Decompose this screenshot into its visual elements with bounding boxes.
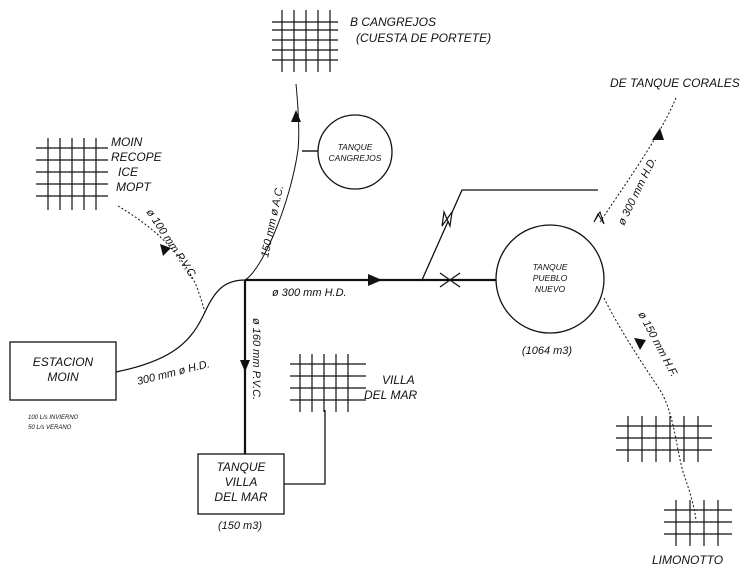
tanque-pueblo-label-1: TANQUE — [533, 262, 568, 272]
pipe-to-moin-zone — [117, 205, 206, 313]
moin-town-grid — [36, 138, 108, 210]
valve-bypass — [441, 209, 453, 229]
tanque-pueblo-capacity: (1064 m3) — [522, 345, 572, 357]
pipe-label-trunk: ø 300 mm H.D. — [272, 287, 347, 299]
arrow-villa — [240, 360, 250, 372]
place-limonotto: LIMONOTTO — [652, 553, 723, 567]
place-cangrejos-1: B CANGREJOS — [350, 15, 436, 29]
place-moin-3: ICE — [118, 165, 139, 179]
place-moin-1: MOIN — [111, 135, 143, 149]
place-cangrejos-2: (CUESTA DE PORTETE) — [356, 31, 491, 45]
pipe-from-corales — [599, 97, 677, 223]
pipe-label-main-moin: 300 mm ø H.D. — [136, 358, 211, 388]
arrow-cangrejos — [291, 110, 301, 122]
tanque-cangrejos-circle — [317, 114, 393, 190]
pipe-label-cangrejos: 150 mm ø A.C. — [259, 184, 286, 258]
limonotto-east-grid — [616, 416, 712, 462]
estacion-moin-box — [9, 341, 117, 401]
estacion-note-2: 50 L/s VERANO — [28, 425, 72, 431]
limonotto-town-grid — [664, 500, 732, 546]
estacion-moin-label-2: MOIN — [47, 370, 79, 384]
tanque-villa-box — [197, 453, 285, 515]
place-villa-mar-2: DEL MAR — [364, 388, 417, 402]
tanque-villa-label-1: TANQUE — [216, 460, 266, 474]
place-moin-4: MOPT — [116, 180, 152, 194]
arrow-corales — [652, 128, 664, 140]
tanque-pueblo-circle — [495, 224, 605, 334]
pipe-label-villa: ø 160 mm P.V.C. — [250, 318, 262, 400]
tanque-villa-label-2: VILLA — [225, 475, 258, 489]
tanque-pueblo-label-3: NUEVO — [535, 284, 566, 294]
estacion-note-1: 100 L/s INVIERNO — [28, 415, 79, 421]
pipe-villa-town — [284, 410, 326, 485]
pipe-label-corales: ø 300 mm H.D. — [616, 155, 659, 227]
place-moin-2: RECOPE — [111, 150, 163, 164]
tanque-cangrejos-label-1: TANQUE — [338, 142, 373, 152]
cangrejos-town-grid — [272, 10, 338, 72]
tanque-pueblo-label-2: PUEBLO — [533, 273, 568, 283]
villa-mar-town-grid — [290, 354, 366, 412]
valve-corales — [593, 210, 605, 225]
tanque-villa-capacity: (150 m3) — [218, 520, 262, 532]
pipe-to-cangrejos — [244, 83, 300, 281]
estacion-moin-label-1: ESTACION — [33, 355, 94, 369]
place-villa-mar-1: VILLA — [382, 373, 415, 387]
pipe-main-moin — [115, 279, 246, 373]
pipe-label-moin-zone: ø 100 mm P.V.C. — [144, 207, 200, 282]
place-corales: DE TANQUE CORALES — [610, 76, 740, 90]
valve-trunk — [439, 272, 461, 288]
pipe-to-limonotto — [603, 297, 697, 521]
tanque-villa-label-3: DEL MAR — [214, 490, 267, 504]
arrow-limonotto — [634, 338, 646, 350]
pipe-bypass — [421, 189, 598, 281]
tanque-cangrejos-label-2: CANGREJOS — [329, 153, 382, 163]
arrow-moin-zone — [160, 244, 171, 256]
arrow-trunk — [368, 274, 382, 286]
